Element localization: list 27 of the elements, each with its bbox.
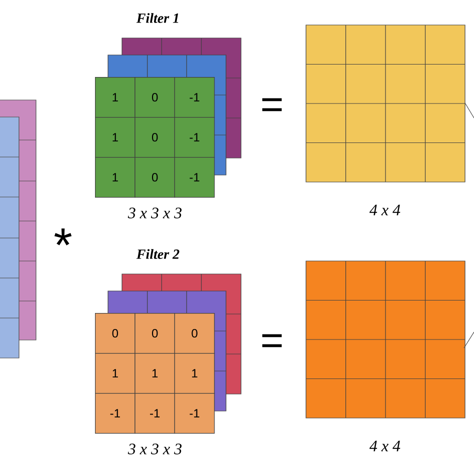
matrix-cell: -1	[95, 393, 136, 434]
matrix-cell: 0	[174, 313, 215, 354]
filter-title: Filter 1	[136, 13, 178, 23]
equals-sign: =	[262, 98, 282, 112]
matrix-cell: -1	[174, 77, 215, 118]
matrix-cell: 1	[95, 353, 136, 394]
matrix-cell: 1	[95, 117, 136, 158]
matrix-cell: 0	[134, 157, 175, 198]
matrix-cell: -1	[174, 393, 215, 434]
matrix-cell: 0	[134, 313, 175, 354]
matrix-cell: 1	[95, 157, 136, 198]
matrix-cell: 0	[134, 77, 175, 118]
matrix-cell: -1	[134, 393, 175, 434]
dimension-label: 4 x 4	[369, 440, 400, 452]
matrix-cell: -1	[174, 117, 215, 158]
dimension-label: 3 x 3 x 3	[128, 208, 182, 218]
equals-sign: =	[262, 334, 282, 348]
matrix-cell: -1	[174, 157, 215, 198]
matrix-cell: 0	[95, 313, 136, 354]
matrix-cell: 1	[174, 353, 215, 394]
matrix-cell: 0	[134, 117, 175, 158]
dimension-label: 3 x 3 x 3	[128, 444, 182, 454]
matrix-cell: 1	[95, 77, 136, 118]
convolution-sign: *	[54, 228, 72, 246]
filter-title: Filter 2	[136, 249, 180, 259]
dimension-label: 4 x 4	[369, 204, 400, 216]
matrix-cell: 1	[134, 353, 175, 394]
